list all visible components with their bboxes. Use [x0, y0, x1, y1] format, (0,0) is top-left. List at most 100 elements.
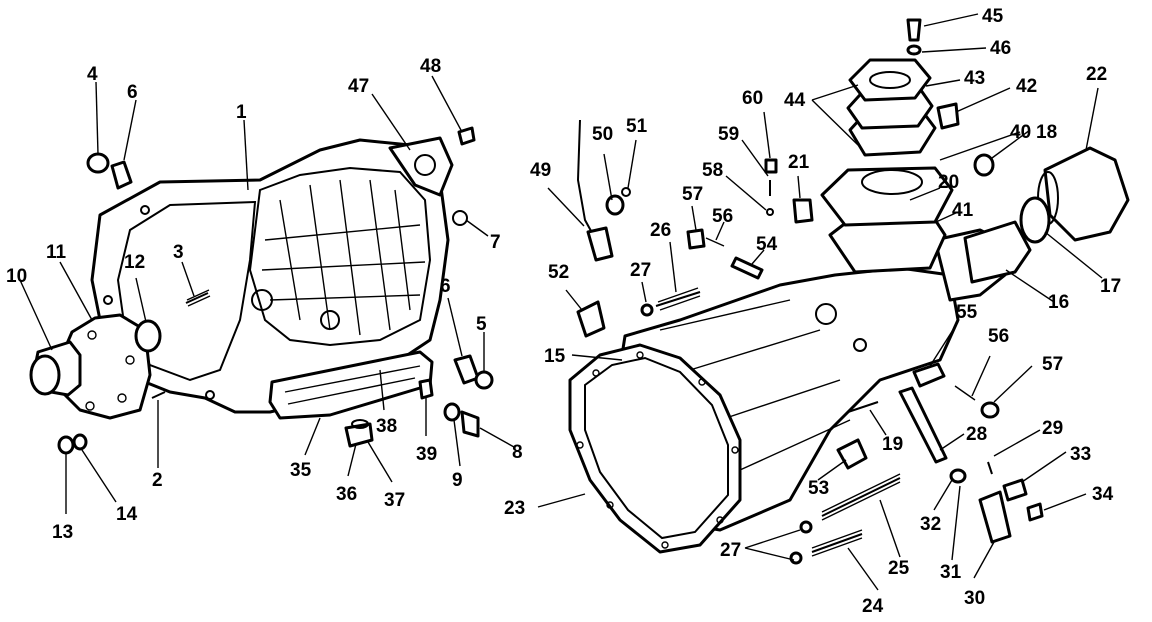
callout-1: 1 [236, 102, 247, 123]
callout-10: 10 [6, 266, 27, 287]
callout-55: 55 [956, 302, 978, 323]
callout-21: 21 [788, 152, 810, 173]
callout-4: 4 [87, 64, 98, 85]
front-bearing-retainer [29, 313, 152, 420]
callout-20: 20 [938, 172, 959, 193]
callout-labels: 1 2 3 4 5 6 6 7 8 9 10 11 12 13 14 15 16… [6, 6, 1121, 617]
shift-rod [898, 386, 948, 464]
callout-7: 7 [490, 232, 501, 253]
callout-56a: 56 [712, 206, 733, 227]
washer [621, 187, 631, 197]
callout-40: 40 [1010, 122, 1031, 143]
callout-49: 49 [530, 160, 551, 181]
callout-47: 47 [348, 76, 369, 97]
callout-50: 50 [592, 124, 613, 145]
callout-45: 45 [982, 6, 1004, 27]
pin [987, 461, 993, 475]
callout-56b: 56 [988, 326, 1009, 347]
washer [789, 551, 803, 565]
callout-37: 37 [384, 490, 405, 511]
bolt [811, 533, 863, 553]
seal [605, 194, 625, 216]
seal-ring [134, 319, 162, 353]
callout-59: 59 [718, 124, 739, 145]
callout-2: 2 [152, 470, 163, 491]
callout-42: 42 [1016, 76, 1037, 97]
retainer [1002, 478, 1028, 502]
breather [418, 378, 434, 400]
plug [973, 153, 995, 177]
washer [72, 433, 88, 451]
callout-27b: 27 [720, 540, 741, 561]
callout-36: 36 [336, 484, 357, 505]
callout-18: 18 [1036, 122, 1057, 143]
callout-8: 8 [512, 442, 523, 463]
plug [792, 198, 814, 224]
callout-6a: 6 [127, 82, 138, 103]
bushing [110, 160, 133, 190]
callout-28: 28 [966, 424, 987, 445]
callout-60: 60 [742, 88, 763, 109]
callout-39: 39 [416, 444, 437, 465]
callout-26: 26 [650, 220, 671, 241]
callout-31: 31 [940, 562, 962, 583]
bolt [655, 291, 701, 307]
pin [954, 385, 976, 401]
plug [686, 228, 706, 250]
callout-44: 44 [784, 90, 806, 111]
o-ring [949, 468, 967, 484]
bolt [457, 126, 476, 146]
callout-33: 33 [1070, 444, 1091, 465]
callout-19: 19 [882, 434, 903, 455]
ball [766, 208, 774, 216]
pin [705, 237, 725, 247]
washer [906, 44, 922, 56]
bushing [86, 152, 110, 174]
callout-34: 34 [1092, 484, 1114, 505]
leader-lines [19, 13, 1103, 591]
speedometer-gear [978, 490, 1012, 544]
callout-58: 58 [702, 160, 723, 181]
washer [57, 435, 75, 455]
washer [640, 303, 654, 317]
callout-57b: 57 [1042, 354, 1063, 375]
callout-22: 22 [1086, 64, 1107, 85]
plug [452, 210, 468, 226]
callout-41: 41 [952, 200, 974, 221]
callout-35: 35 [290, 460, 312, 481]
seal [474, 370, 494, 390]
clutch-housing [90, 136, 454, 420]
stud [185, 292, 209, 304]
washer [443, 402, 461, 422]
callout-5: 5 [476, 314, 487, 335]
callout-9: 9 [452, 470, 463, 491]
rear-seal [1019, 196, 1051, 244]
callout-16: 16 [1048, 292, 1069, 313]
cap [764, 158, 778, 174]
callout-3: 3 [173, 242, 184, 263]
callout-15: 15 [544, 346, 566, 367]
callout-53: 53 [808, 478, 829, 499]
callout-24: 24 [862, 596, 884, 617]
callout-46: 46 [990, 38, 1011, 59]
transmission-case [568, 228, 1007, 554]
plug [460, 410, 480, 438]
shaft [730, 256, 764, 280]
callout-32: 32 [920, 514, 941, 535]
callout-6b: 6 [440, 276, 451, 297]
callout-14: 14 [116, 504, 138, 525]
callout-30: 30 [964, 588, 985, 609]
callout-43: 43 [964, 68, 985, 89]
callout-12: 12 [124, 252, 145, 273]
callout-17: 17 [1100, 276, 1121, 297]
bolt [1026, 502, 1044, 522]
bolt [821, 477, 901, 517]
bushing [453, 354, 480, 385]
sensor [586, 226, 614, 262]
shaft [912, 362, 946, 388]
stud [847, 401, 879, 413]
nut [936, 102, 960, 130]
bracket [576, 300, 606, 338]
callout-23: 23 [504, 498, 525, 519]
